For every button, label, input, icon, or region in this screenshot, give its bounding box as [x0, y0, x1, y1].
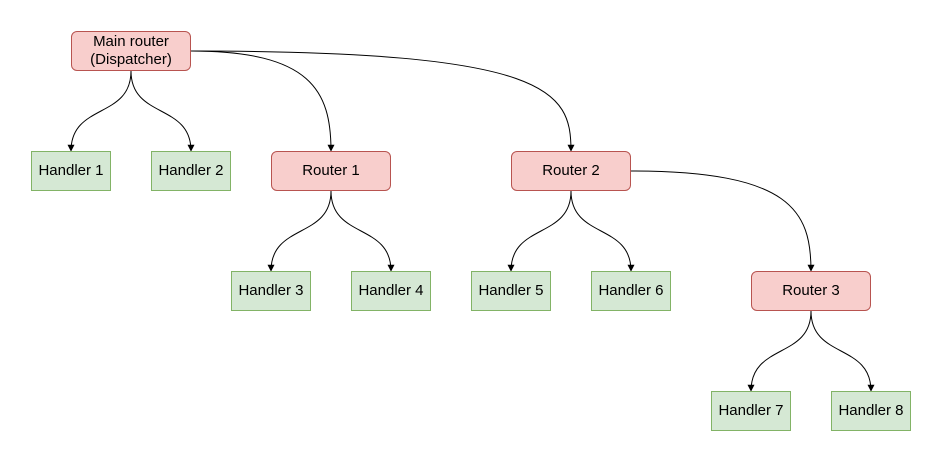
node-label: Handler 5 — [478, 282, 544, 299]
edge-r2-to-h6 — [570, 190, 635, 272]
node-label: Main router (Dispatcher) — [90, 33, 172, 68]
edge-r3-to-h8 — [810, 310, 875, 392]
node-label: Handler 6 — [598, 282, 664, 299]
node-label: Handler 3 — [238, 282, 304, 299]
node-label: Handler 4 — [358, 282, 424, 299]
node-handler-7: Handler 7 — [711, 391, 791, 431]
edge-main-to-h2 — [130, 70, 195, 152]
node-label: Router 2 — [542, 162, 600, 179]
node-label: Router 1 — [302, 162, 360, 179]
node-label: Handler 1 — [38, 162, 104, 179]
node-handler-5: Handler 5 — [471, 271, 551, 311]
edge-r1-to-h3 — [267, 190, 332, 272]
node-label: Router 3 — [782, 282, 840, 299]
node-label: Handler 8 — [838, 402, 904, 419]
node-router-3: Router 3 — [751, 271, 871, 311]
node-label: Handler 2 — [158, 162, 224, 179]
node-handler-1: Handler 1 — [31, 151, 111, 191]
node-handler-3: Handler 3 — [231, 271, 311, 311]
edge-r2-to-r3 — [630, 170, 815, 272]
node-handler-8: Handler 8 — [831, 391, 911, 431]
edge-main-to-r2 — [190, 50, 575, 152]
node-label: Handler 7 — [718, 402, 784, 419]
node-router-2: Router 2 — [511, 151, 631, 191]
node-router-1: Router 1 — [271, 151, 391, 191]
node-handler-6: Handler 6 — [591, 271, 671, 311]
edge-main-to-h1 — [67, 70, 132, 152]
edge-r1-to-h4 — [330, 190, 395, 272]
node-handler-4: Handler 4 — [351, 271, 431, 311]
edge-r3-to-h7 — [747, 310, 812, 392]
edge-r2-to-h5 — [507, 190, 572, 272]
node-handler-2: Handler 2 — [151, 151, 231, 191]
node-main-router: Main router (Dispatcher) — [71, 31, 191, 71]
edge-main-to-r1 — [190, 50, 335, 152]
